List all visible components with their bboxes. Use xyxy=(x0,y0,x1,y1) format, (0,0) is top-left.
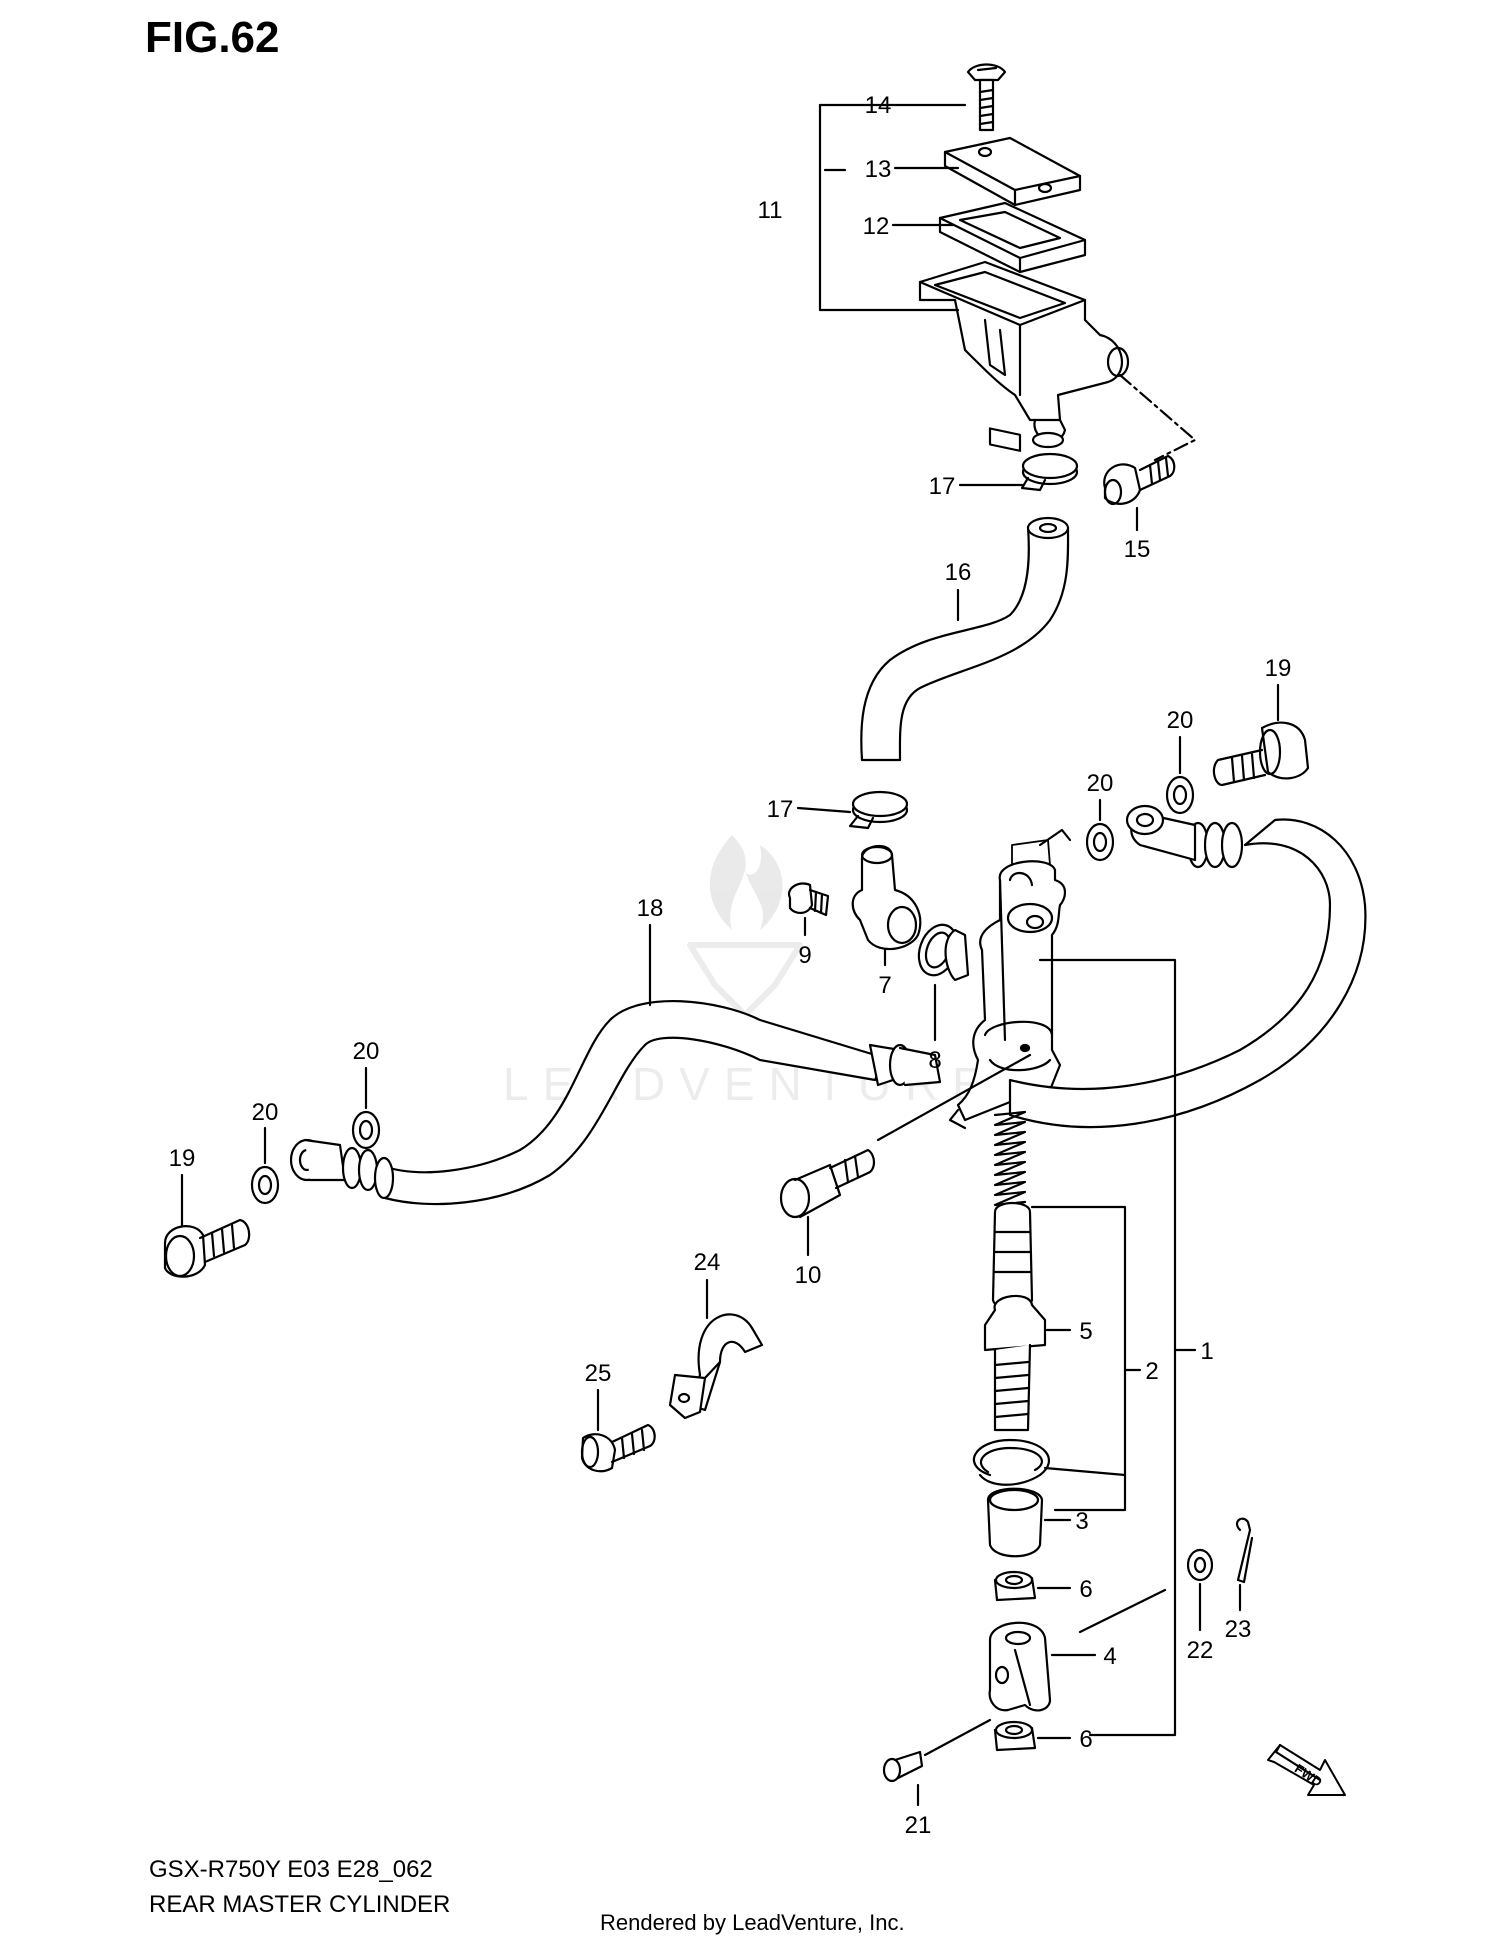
part-13-cap xyxy=(943,136,1082,207)
part-15-bolt xyxy=(1103,454,1176,506)
credit-text: Rendered by LeadVenture, Inc. xyxy=(600,1910,905,1935)
part-20-washer-a xyxy=(1165,775,1195,815)
callout-1: 1 xyxy=(1200,1338,1213,1365)
part-25-bolt xyxy=(580,1423,656,1473)
callout-13: 13 xyxy=(865,156,892,183)
callout-2: 2 xyxy=(1145,1358,1158,1385)
part-6-nut-lower xyxy=(993,1720,1037,1752)
figure-title: FIG.62 xyxy=(145,13,280,62)
part-11-reservoir xyxy=(918,260,1130,449)
part-20-washer-d xyxy=(250,1165,280,1205)
callout-20-a: 20 xyxy=(1167,707,1194,734)
part-18-hose xyxy=(378,999,942,1206)
part-10-bolt xyxy=(779,1148,876,1219)
callout-6-upper: 6 xyxy=(1079,1576,1092,1603)
part-18-banjo-left xyxy=(289,1138,395,1200)
part-16-hose xyxy=(860,516,1070,762)
callout-20-b: 20 xyxy=(1087,770,1114,797)
callout-23: 23 xyxy=(1225,1616,1252,1643)
callout-18: 18 xyxy=(637,895,664,922)
callout-20-d: 20 xyxy=(252,1099,279,1126)
callout-6-lower: 6 xyxy=(1079,1726,1092,1753)
part-9-bolt xyxy=(787,882,830,917)
callout-5: 5 xyxy=(1079,1318,1092,1345)
callout-8: 8 xyxy=(928,1047,941,1074)
part-14-screw xyxy=(966,63,1007,132)
callout-24: 24 xyxy=(694,1249,721,1276)
part-22-washer xyxy=(1186,1548,1214,1582)
bracket-1 xyxy=(1038,958,1177,1737)
part-23-cotter-pin xyxy=(1235,1517,1254,1584)
callout-4: 4 xyxy=(1103,1643,1116,1670)
callout-20-c: 20 xyxy=(353,1038,380,1065)
watermark-flame-icon xyxy=(709,835,783,930)
part-19-bolt-lower xyxy=(163,1218,251,1278)
part-12-diaphragm xyxy=(938,201,1087,452)
part-19-bolt-upper xyxy=(1212,721,1310,787)
callout-9: 9 xyxy=(798,942,811,969)
part-7-connector xyxy=(851,844,922,951)
callout-7: 7 xyxy=(878,972,891,999)
part-20-washer-b xyxy=(1085,822,1115,862)
callout-11: 11 xyxy=(758,197,783,224)
watermark-v-icon xyxy=(687,942,803,1018)
callout-21: 21 xyxy=(905,1812,932,1839)
part-21-pin xyxy=(882,1750,924,1783)
callout-19-lower: 19 xyxy=(169,1145,196,1172)
fwd-arrow-icon xyxy=(1267,1743,1346,1796)
callout-17-lower: 17 xyxy=(767,796,794,823)
part-20-washer-c xyxy=(351,1110,381,1150)
bracket-11 xyxy=(818,103,960,312)
callout-22: 22 xyxy=(1187,1637,1214,1664)
part-17-clamp-upper xyxy=(1020,452,1079,492)
callout-3: 3 xyxy=(1075,1508,1088,1535)
figure-subtitle: REAR MASTER CYLINDER xyxy=(149,1891,450,1918)
part-5-push-rod xyxy=(983,1294,1047,1432)
part-6-nut-upper xyxy=(993,1570,1037,1602)
callout-14: 14 xyxy=(865,92,892,119)
callout-10: 10 xyxy=(795,1262,822,1289)
part-24-bracket xyxy=(668,1313,764,1420)
part-2-circlip xyxy=(972,1438,1051,1486)
part-4-clevis xyxy=(988,1621,1052,1712)
part-17-clamp-lower xyxy=(848,790,909,830)
model-code: GSX-R750Y E03 E28_062 xyxy=(149,1856,433,1883)
part-18-hose-right xyxy=(1008,804,1367,1129)
mounting-line xyxy=(1118,373,1197,462)
callout-15: 15 xyxy=(1124,536,1151,563)
fwd-label: FWD xyxy=(1292,1761,1325,1790)
callout-17-upper: 17 xyxy=(929,473,956,500)
bracket-2 xyxy=(1030,1205,1127,1512)
callout-16: 16 xyxy=(945,559,972,586)
part-3-boot xyxy=(986,1487,1044,1558)
callout-25: 25 xyxy=(585,1360,612,1387)
callout-12: 12 xyxy=(863,213,890,240)
callout-19-upper: 19 xyxy=(1265,655,1292,682)
part-2-spring xyxy=(993,1110,1027,1207)
